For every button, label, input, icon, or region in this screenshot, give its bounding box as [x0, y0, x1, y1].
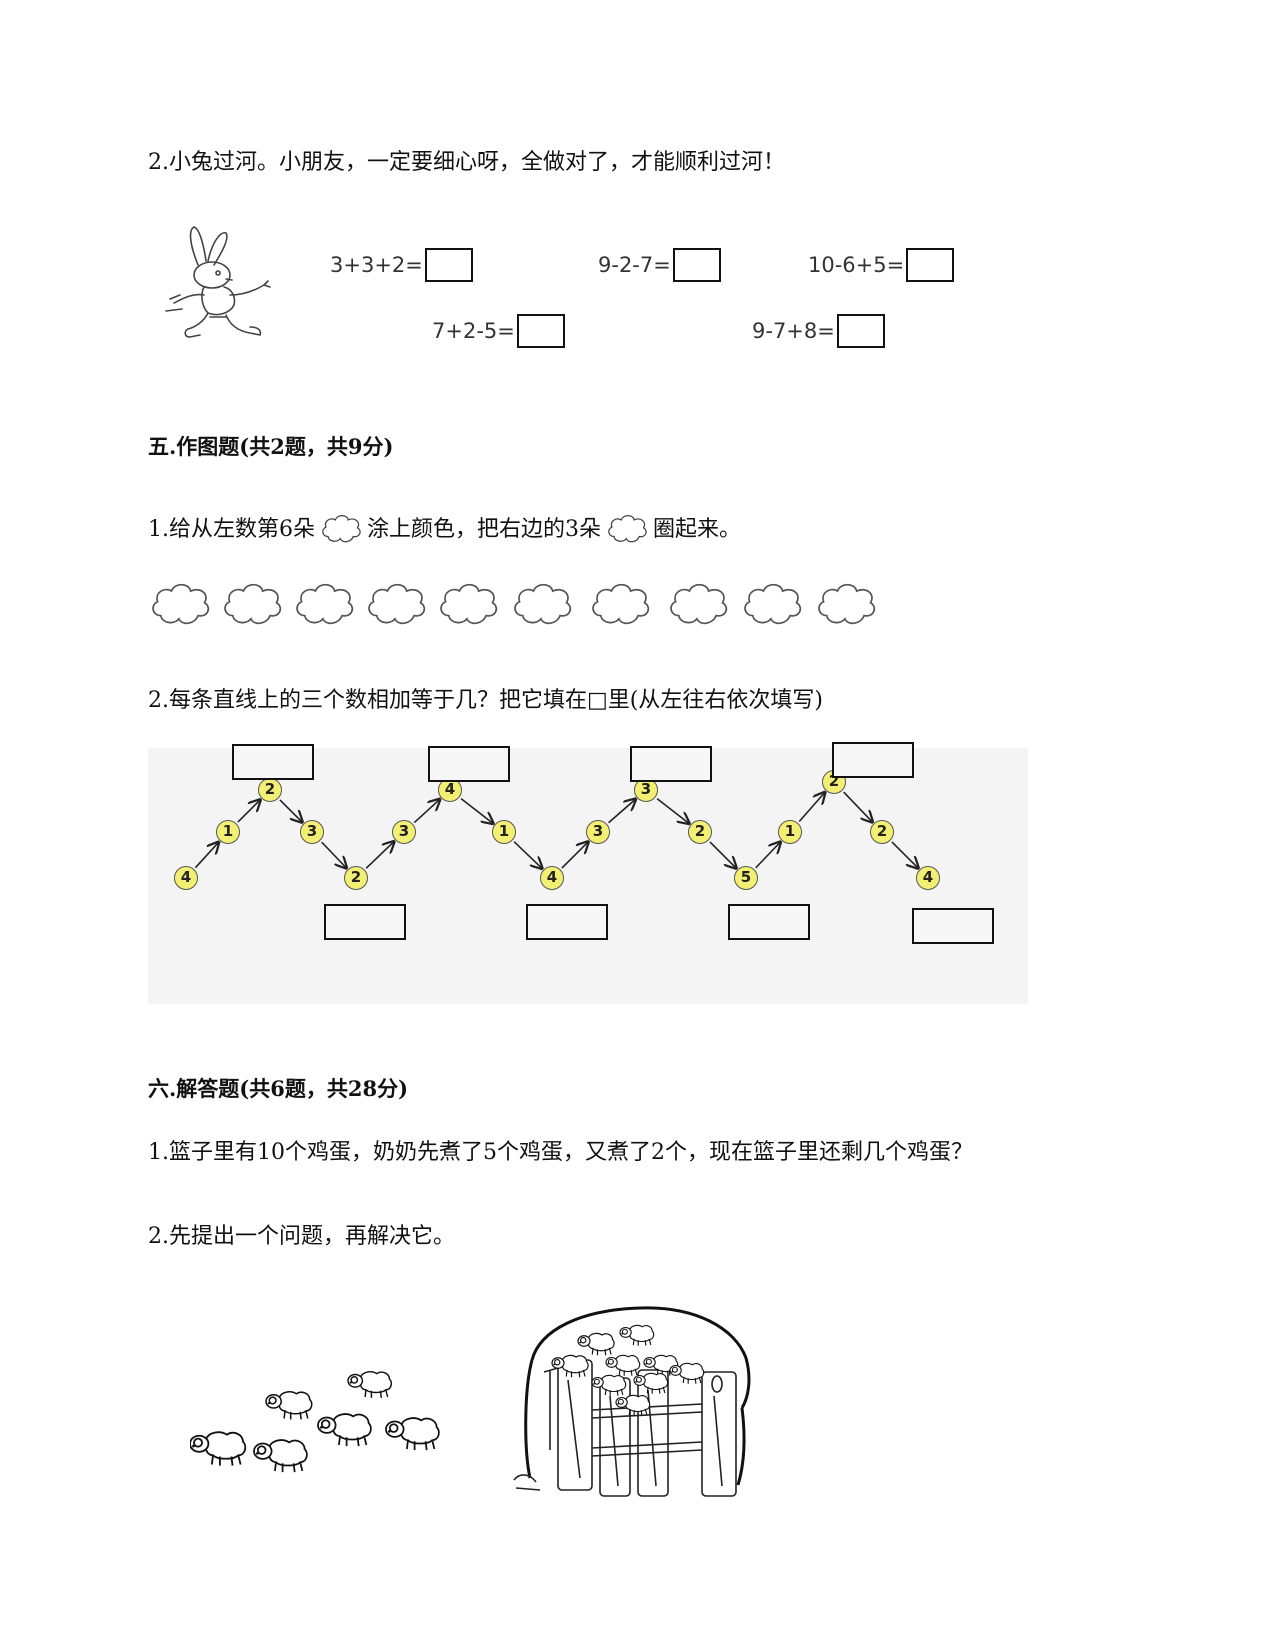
sheep-group-illustration: [190, 1371, 440, 1473]
section-heading-answers: 六.解答题(共6题，共28分): [148, 1076, 409, 1101]
cloud-9[interactable]: [740, 578, 804, 634]
sheep-icon: [317, 1413, 372, 1447]
sheep-icon: [633, 1372, 669, 1394]
number-circle: 3: [300, 820, 324, 844]
sheep-icon: [619, 1324, 655, 1346]
question-clouds: 1.给从左数第6朵涂上颜色，把右边的3朵圈起来。: [148, 512, 741, 548]
cloud-7[interactable]: [588, 578, 652, 634]
arrow-line: [279, 799, 302, 822]
cloud-4[interactable]: [364, 578, 428, 634]
sheep-icon: [253, 1439, 308, 1473]
sheep-icon: [615, 1394, 651, 1416]
arrow-line: [513, 841, 542, 869]
cloud-1[interactable]: [148, 578, 212, 634]
cloud-2[interactable]: [220, 578, 284, 634]
equation-3: 10-6+5=: [808, 244, 955, 286]
arrow-line: [843, 791, 873, 822]
arrow-line: [194, 842, 218, 869]
question-eggs: 1.篮子里有10个鸡蛋，奶奶先煮了5个鸡蛋，又煮了2个，现在篮子里还剩几个鸡蛋？: [148, 1140, 973, 1165]
arrow-line: [891, 841, 918, 868]
arrow-lines: [194, 748, 1028, 1004]
question-rabbit-river: 2.小兔过河。小朋友，一定要细心呀，全做对了，才能顺利过河！: [148, 150, 785, 175]
arrow-line: [608, 799, 636, 824]
cloud-6[interactable]: [510, 578, 574, 634]
number-circle: 4: [540, 866, 564, 890]
question-sheep: 2.先提出一个问题，再解决它。: [148, 1224, 455, 1249]
sum-answer-box[interactable]: [232, 744, 314, 780]
equation-5: 9-7+8=: [752, 310, 885, 352]
sheep-icon: [669, 1362, 705, 1384]
sheep-icon: [577, 1332, 615, 1356]
number-circle: 1: [492, 820, 516, 844]
sheep-icon: [385, 1417, 440, 1451]
sheep-icon: [265, 1391, 313, 1420]
number-circle: 4: [174, 866, 198, 890]
equation-4: 7+2-5=: [432, 310, 565, 352]
sum-answer-box[interactable]: [728, 904, 810, 940]
arrow-line: [755, 842, 781, 869]
arrow-line: [321, 841, 347, 868]
rabbit-illustration: [165, 226, 271, 338]
number-circle: 3: [392, 820, 416, 844]
sheep-icon: [591, 1374, 627, 1396]
number-circle: 4: [916, 866, 940, 890]
equation-2: 9-2-7=: [598, 244, 721, 286]
sheep-icon: [551, 1354, 589, 1378]
number-circle: 2: [688, 820, 712, 844]
arrow-line: [709, 841, 736, 868]
sheep-pen-illustration: [513, 1306, 751, 1497]
answer-box[interactable]: [516, 314, 565, 348]
sheep-icon: [190, 1431, 247, 1466]
sum-answer-box[interactable]: [428, 746, 510, 782]
number-circle: 3: [586, 820, 610, 844]
question-line-sums: 2.每条直线上的三个数相加等于几？把它填在□里(从左往右依次填写): [148, 688, 823, 713]
sheep-icon: [347, 1371, 392, 1398]
arrow-line: [561, 842, 588, 869]
arrow-line: [365, 842, 394, 869]
number-circle: 2: [258, 778, 282, 802]
answer-box[interactable]: [424, 248, 473, 282]
sum-answer-box[interactable]: [912, 908, 994, 944]
answer-box[interactable]: [672, 248, 721, 282]
answer-box[interactable]: [836, 314, 885, 348]
sum-answer-box[interactable]: [324, 904, 406, 940]
number-circle: 2: [870, 820, 894, 844]
number-circle: 5: [734, 866, 758, 890]
arrow-line: [798, 793, 825, 823]
sum-answer-box[interactable]: [832, 742, 914, 778]
cloud-8[interactable]: [666, 578, 730, 634]
equation-1: 3+3+2=: [330, 244, 473, 286]
arrow-line: [237, 800, 260, 823]
number-circle: 1: [216, 820, 240, 844]
arrow-line: [460, 797, 493, 824]
arrow-line: [413, 799, 439, 824]
sheep-icon: [605, 1354, 641, 1376]
cloud-10[interactable]: [814, 578, 878, 634]
cloud-icon: [608, 514, 647, 543]
section-heading-drawing: 五.作图题(共2题，共9分): [148, 434, 394, 459]
sum-answer-box[interactable]: [630, 746, 712, 782]
cloud-5[interactable]: [436, 578, 500, 634]
number-circle: 2: [344, 866, 368, 890]
cloud-icon: [322, 514, 361, 543]
answer-box[interactable]: [906, 248, 955, 282]
cloud-3[interactable]: [292, 578, 356, 634]
number-circle: 1: [778, 820, 802, 844]
sum-answer-box[interactable]: [526, 904, 608, 940]
arrow-line: [656, 797, 689, 824]
